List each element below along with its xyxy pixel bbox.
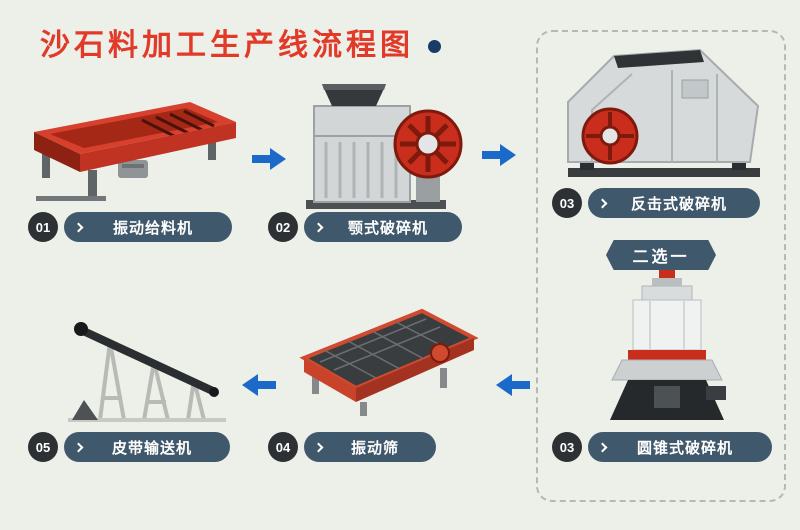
flow-arrow-right-icon	[250, 146, 288, 172]
step-impact-crusher: 03 反击式破碎机	[552, 188, 760, 218]
step-number-badge: 05	[28, 432, 58, 462]
step-number-badge: 04	[268, 432, 298, 462]
step-number-badge: 01	[28, 212, 58, 242]
step-belt-conveyor: 05 皮带输送机	[28, 432, 230, 462]
step-label-text: 皮带输送机	[111, 439, 192, 457]
chevron-right-icon	[597, 442, 608, 452]
chevron-right-icon	[313, 442, 324, 452]
step-number-badge: 03	[552, 188, 582, 218]
header: 沙石料加工生产线流程图	[40, 20, 441, 64]
step-label-pill: 圆锥式破碎机	[588, 432, 772, 462]
step-label-text: 反击式破碎机	[630, 195, 727, 213]
step-vibrating-screen: 04 振动筛	[268, 432, 436, 462]
step-vibrating-feeder: 01 振动给料机	[28, 212, 232, 242]
flow-arrow-left-icon	[240, 372, 278, 398]
cone-crusher-illustration	[602, 268, 732, 428]
belt-conveyor-illustration	[68, 298, 228, 433]
step-label-pill: 颚式破碎机	[304, 212, 462, 242]
jaw-crusher-illustration	[288, 72, 468, 217]
step-number-badge: 02	[268, 212, 298, 242]
vibrating-screen-illustration	[290, 298, 485, 423]
title-dot-icon	[428, 39, 441, 53]
choice-one-of-two-banner: 二选一	[606, 240, 716, 270]
step-label-text: 圆锥式破碎机	[636, 439, 733, 457]
chevron-right-icon	[597, 198, 608, 208]
chevron-right-icon	[73, 222, 84, 232]
vibrating-feeder-illustration	[22, 92, 247, 207]
step-cone-crusher: 03 圆锥式破碎机	[552, 432, 772, 462]
step-label-text: 振动给料机	[112, 219, 193, 237]
step-label-pill: 振动筛	[304, 432, 436, 462]
impact-crusher-illustration	[552, 40, 777, 190]
step-label-text: 颚式破碎机	[347, 219, 428, 237]
crusher-choice-group-box	[536, 30, 786, 502]
page-title: 沙石料加工生产线流程图	[40, 29, 414, 62]
chevron-right-icon	[313, 222, 324, 232]
flow-arrow-right-icon	[480, 142, 518, 168]
flow-arrow-left-icon	[494, 372, 532, 398]
chevron-right-icon	[73, 442, 84, 452]
step-label-text: 振动筛	[350, 439, 399, 457]
step-label-pill: 反击式破碎机	[588, 188, 760, 218]
step-label-pill: 振动给料机	[64, 212, 232, 242]
step-number-badge: 03	[552, 432, 582, 462]
step-jaw-crusher: 02 颚式破碎机	[268, 212, 462, 242]
step-label-pill: 皮带输送机	[64, 432, 230, 462]
